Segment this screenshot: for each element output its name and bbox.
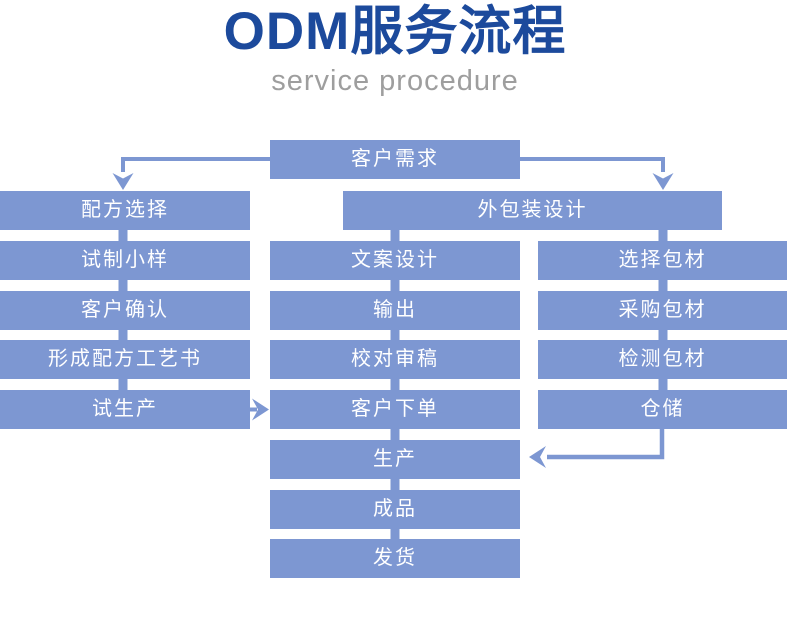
bar-mid-1 xyxy=(390,230,400,241)
bar-left-3 xyxy=(118,330,128,340)
node-inspect-packaging: 检测包材 xyxy=(538,340,787,379)
connector-needs-to-formula xyxy=(121,157,270,172)
connector-needs-to-packaging-design xyxy=(520,157,665,172)
bar-mid-3 xyxy=(390,330,400,340)
connector-warehouse-to-production xyxy=(547,429,665,460)
page-header: ODM服务流程 service procedure xyxy=(0,0,790,98)
node-finished-product: 成品 xyxy=(270,490,520,529)
bar-right-1 xyxy=(658,230,668,241)
node-trial-production: 试生产 xyxy=(0,390,250,429)
node-output: 输出 xyxy=(270,291,520,330)
bar-left-2 xyxy=(118,280,128,291)
bar-mid-4 xyxy=(390,379,400,390)
node-formula-selection: 配方选择 xyxy=(0,191,250,230)
node-trial-sample: 试制小样 xyxy=(0,241,250,280)
arrowhead-left-icon xyxy=(529,446,546,468)
bar-mid-5 xyxy=(390,429,400,440)
node-select-packaging: 选择包材 xyxy=(538,241,787,280)
arrowhead-down-left-icon xyxy=(112,173,134,190)
bar-mid-7 xyxy=(390,529,400,539)
node-purchase-packaging: 采购包材 xyxy=(538,291,787,330)
bar-right-3 xyxy=(658,330,668,340)
node-shipping: 发货 xyxy=(270,539,520,578)
arrowhead-right-icon xyxy=(252,398,269,421)
bar-mid-2 xyxy=(390,280,400,291)
bar-right-4 xyxy=(658,379,668,390)
bar-mid-6 xyxy=(390,479,400,490)
arrowhead-down-right-icon xyxy=(652,173,674,190)
bar-left-4 xyxy=(118,379,128,390)
page-title: ODM服务流程 xyxy=(223,2,567,61)
node-formula-process-book: 形成配方工艺书 xyxy=(0,340,250,379)
node-warehousing: 仓储 xyxy=(538,390,787,429)
bar-left-1 xyxy=(118,230,128,241)
page-subtitle: service procedure xyxy=(271,65,519,97)
node-proofread-review: 校对审稿 xyxy=(270,340,520,379)
node-customer-needs: 客户需求 xyxy=(270,140,520,179)
node-customer-order: 客户下单 xyxy=(270,390,520,429)
node-copy-design: 文案设计 xyxy=(270,241,520,280)
node-production: 生产 xyxy=(270,440,520,479)
bar-right-2 xyxy=(658,280,668,291)
node-outer-packaging-design: 外包装设计 xyxy=(343,191,722,230)
node-customer-confirm: 客户确认 xyxy=(0,291,250,330)
